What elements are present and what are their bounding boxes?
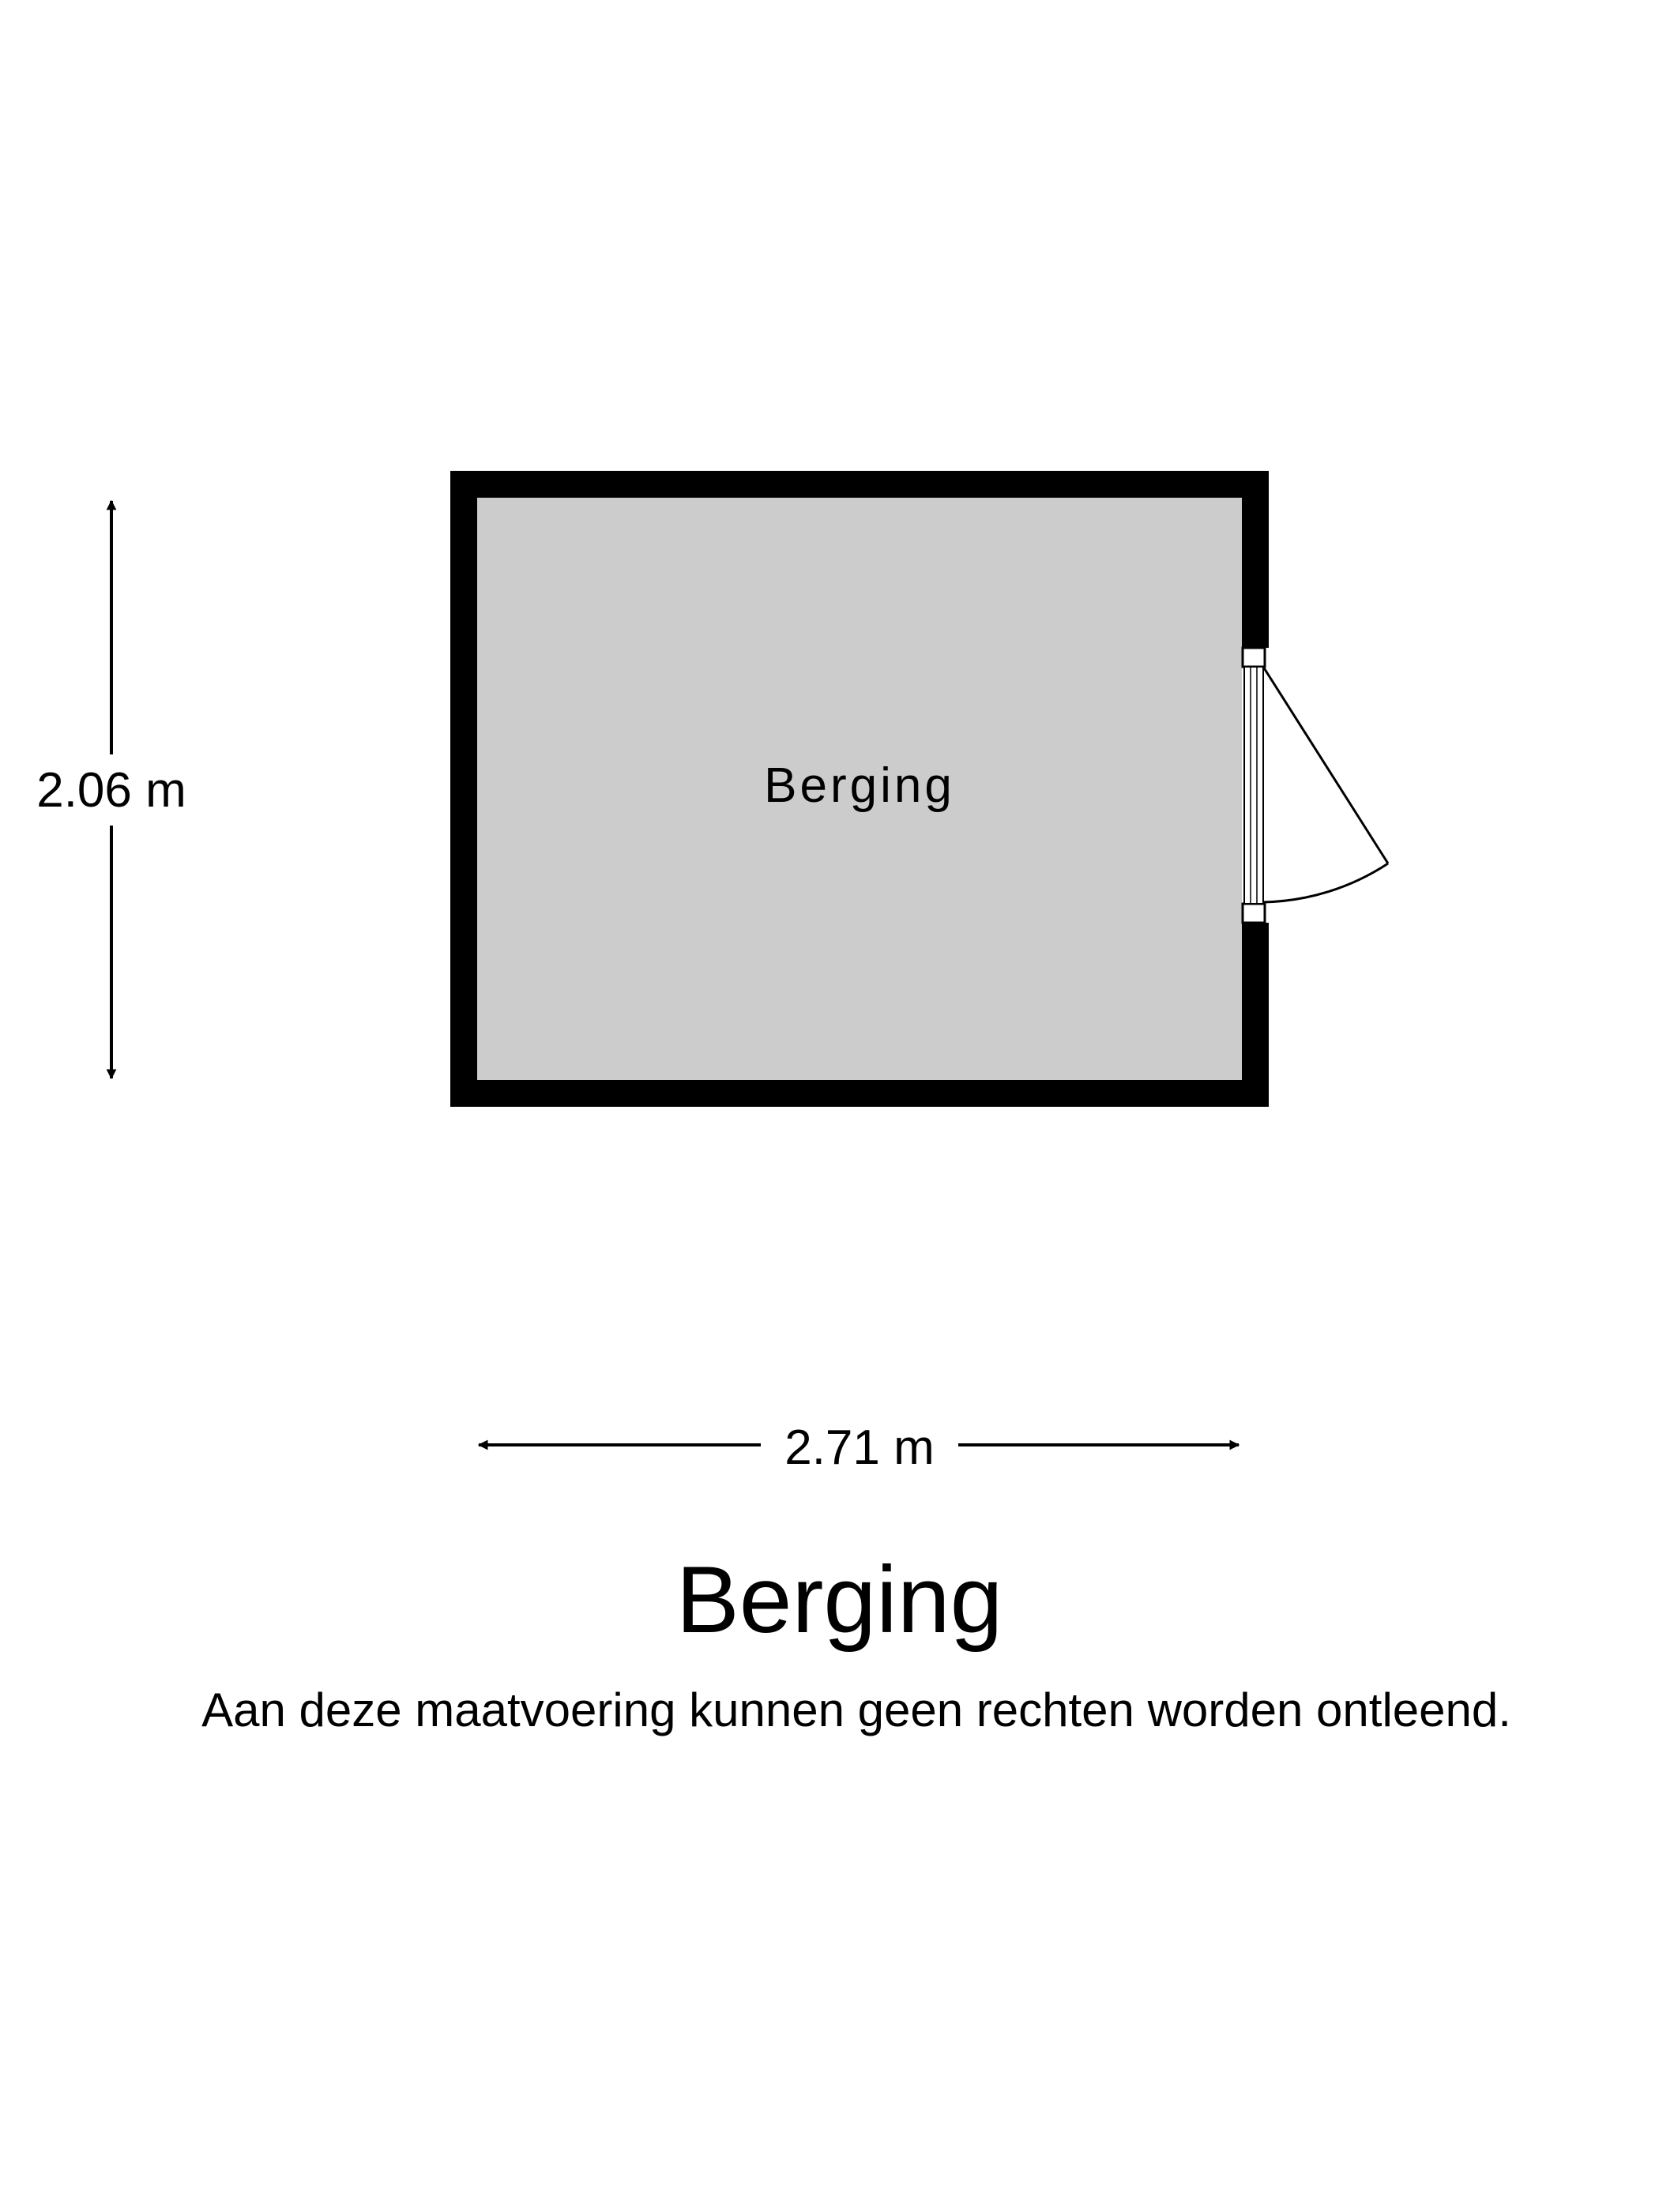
room-walls: [450, 471, 1269, 1107]
wall-top: [450, 471, 1269, 498]
door: [1241, 646, 1390, 924]
wall-right-upper: [1242, 471, 1269, 648]
width-dimension: 2.71 m: [477, 1420, 1240, 1475]
wall-bottom: [450, 1080, 1269, 1107]
door-jamb-top: [1241, 646, 1266, 668]
room-floor: [477, 498, 1242, 1080]
door-frame: [1243, 666, 1264, 905]
door-leaf: [1262, 666, 1390, 864]
wall-left: [450, 471, 477, 1107]
width-dimension-label: 2.71 m: [784, 1420, 935, 1475]
wall-right-lower: [1242, 923, 1269, 1107]
height-dimension: 2.06 m: [36, 499, 186, 1080]
door-jamb-bottom: [1241, 902, 1266, 924]
height-dimension-label: 2.06 m: [36, 763, 186, 818]
room-label: Berging: [764, 758, 955, 813]
door-swing-arc: [1262, 862, 1389, 904]
page-title: Berging: [675, 1547, 1003, 1653]
disclaimer-text: Aan deze maatvoering kunnen geen rechten…: [201, 1683, 1511, 1736]
